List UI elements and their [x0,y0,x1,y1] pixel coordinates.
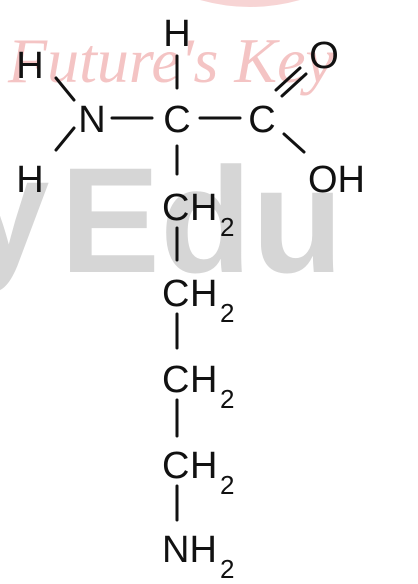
chain-h-2: H [190,273,217,315]
chain-c-2: C [162,273,189,315]
watermark-partial-letter: y [0,126,49,294]
chain-sub-2: 2 [220,298,234,328]
terminal-amine: NH 2 [162,529,234,584]
chain-c-1: C [162,187,189,229]
bond-n-h-bottom [54,126,76,152]
chain-ch2-1: C H 2 [162,187,234,242]
watermark-bold-text: Edu [60,136,343,304]
terminal-sub: 2 [220,554,234,584]
bond-c-oh [282,132,306,154]
atom-carbonyl-o: O [309,35,339,77]
bond-n-h-top [54,76,76,102]
chain-sub-3: 2 [220,384,234,414]
watermark-arc [200,0,300,7]
chain-ch2-4: C H 2 [162,445,234,500]
chain-h-4: H [190,445,217,487]
atom-amine-n: N [78,99,105,141]
chain-c-3: C [162,359,189,401]
atom-alpha-h: H [163,13,190,55]
watermark: Future's Key y Edu [0,0,343,304]
atom-hydroxyl: OH [308,159,365,201]
bond-carbonyl-double-a [274,66,302,92]
atom-alpha-c: C [163,99,190,141]
bond-carbonyl-double-b [280,72,308,98]
atom-amine-h-bottom: H [16,159,43,201]
terminal-nh: NH [162,529,217,571]
bonds [54,54,308,522]
chain-sub-1: 2 [220,212,234,242]
chain-c-4: C [162,445,189,487]
chain-ch2-2: C H 2 [162,273,234,328]
chain-h-3: H [190,359,217,401]
chain-sub-4: 2 [220,470,234,500]
chain-h-1: H [190,187,217,229]
chain-ch2-3: C H 2 [162,359,234,414]
atom-carboxyl-c: C [248,99,275,141]
atoms: H H N H C C O OH C H 2 C H 2 C H 2 C H 2… [16,13,365,584]
atom-amine-h-top: H [16,45,43,87]
